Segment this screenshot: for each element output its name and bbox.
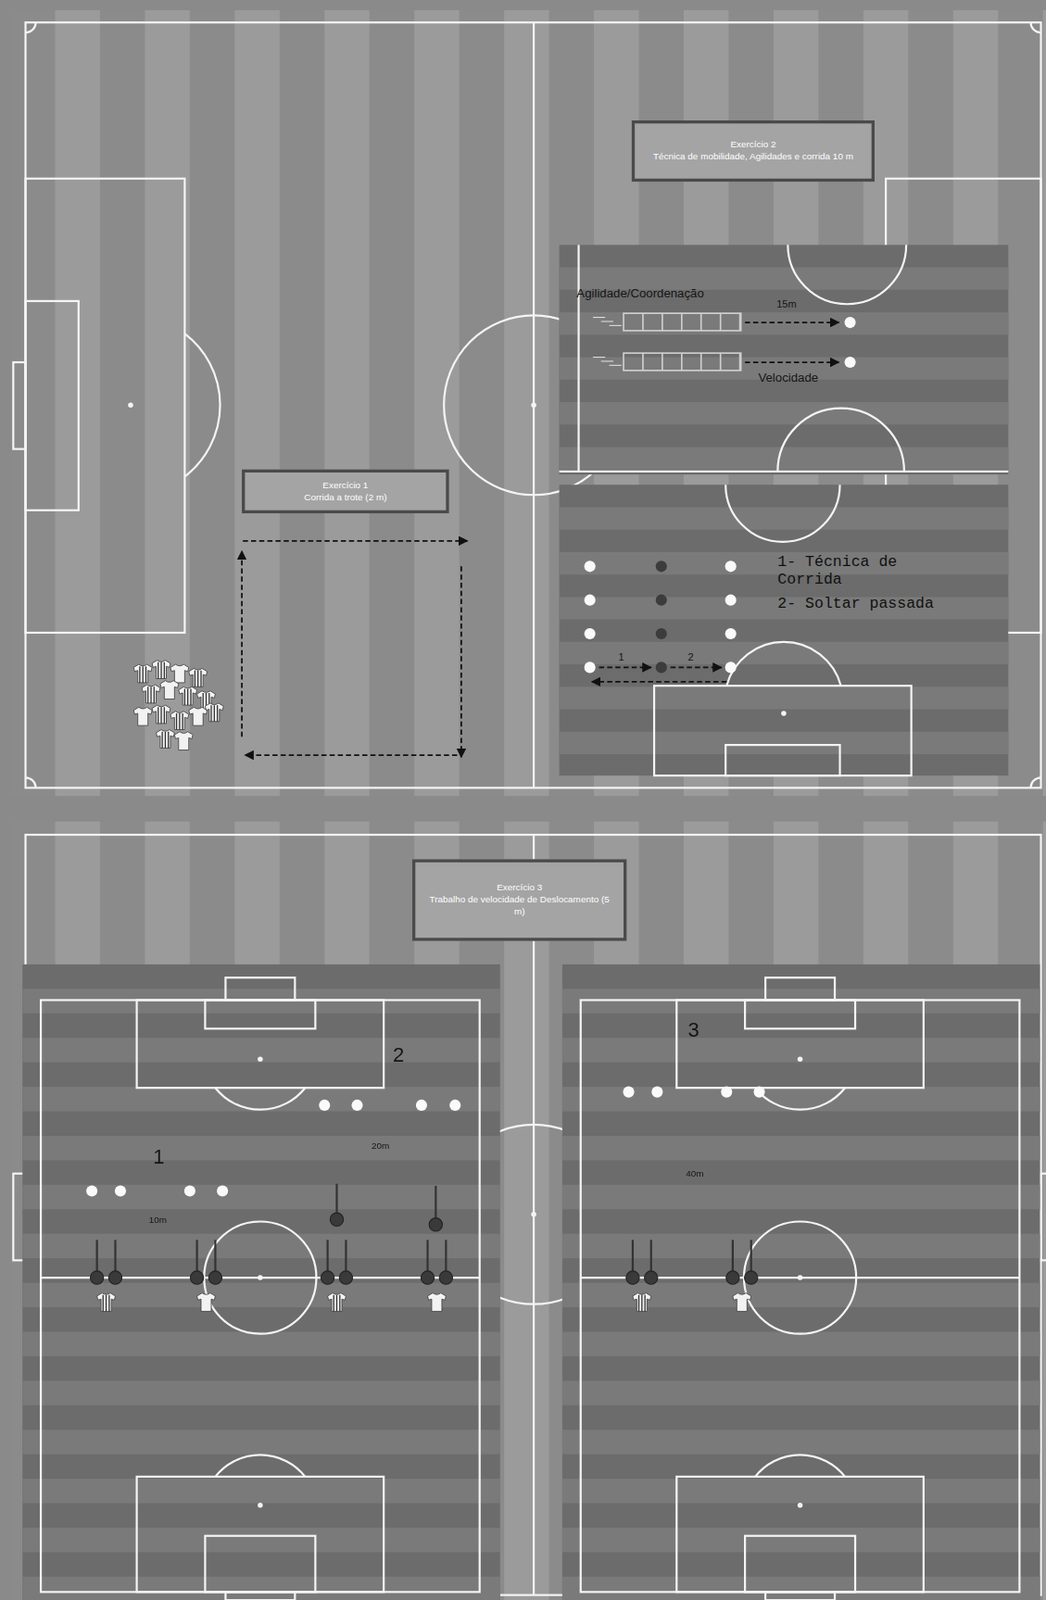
drill-label: Velocidade [757, 370, 819, 385]
instruction-label: 1- Técnica de Corrida [777, 554, 951, 590]
speed-inset [562, 964, 1041, 1600]
exercise-box: Exercício 3Trabalho de velocidade de Des… [412, 858, 627, 941]
distance-label: 15m [776, 298, 796, 310]
distance-label: 10m [149, 1214, 167, 1225]
distance-label: 20m [371, 1140, 390, 1151]
exercise-heading: Exercício 2 [642, 138, 864, 152]
callout-number: 1 [152, 1145, 164, 1169]
football-pitch [10, 10, 1046, 796]
step-number: 2 [687, 651, 694, 663]
exercise-heading: Exercício 3 [423, 882, 616, 895]
step-number: 1 [618, 651, 625, 663]
exercise-description: Técnica de mobilidade, Agilidades e corr… [642, 151, 864, 164]
speed-inset [22, 964, 501, 1600]
player-group [133, 660, 224, 751]
football-pitch [10, 821, 1046, 1600]
running-technique-inset [559, 484, 1009, 776]
distance-label: 40m [685, 1168, 704, 1179]
exercise-heading: Exercício 1 [252, 478, 438, 492]
running-circuit [241, 541, 467, 758]
exercise-box: Exercício 2Técnica de mobilidade, Agilid… [631, 120, 875, 182]
drill-label: Agilidade/Coordenação [576, 285, 704, 300]
callout-number: 3 [687, 1018, 699, 1042]
exercise-description: Corrida a trote (2 m) [252, 491, 438, 504]
callout-number: 2 [392, 1043, 404, 1067]
exercise-box: Exercício 1Corrida a trote (2 m) [241, 469, 450, 514]
agility-inset [559, 244, 1009, 475]
exercise-description: Trabalho de velocidade de Deslocamento (… [423, 894, 616, 919]
instruction-label: 2- Soltar passada [777, 595, 934, 614]
